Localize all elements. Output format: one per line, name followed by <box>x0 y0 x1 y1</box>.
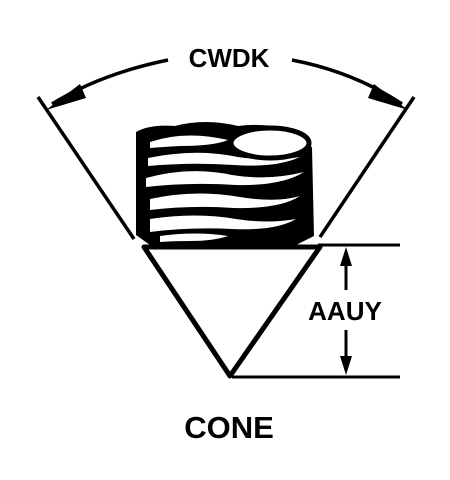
shank-body <box>136 122 314 245</box>
angle-arrowhead-right <box>368 84 408 110</box>
height-arrowhead-bottom <box>340 356 352 375</box>
cone-point <box>141 244 323 379</box>
shank-end-ellipse <box>228 125 312 161</box>
angle-extension-line-right <box>318 96 416 238</box>
figure-caption: CONE <box>184 410 274 445</box>
height-arrowhead-top <box>340 247 352 266</box>
height-dimension-label: AAUY <box>308 296 382 326</box>
angle-arrowhead-left <box>46 84 86 110</box>
angle-dimension-label: CWDK <box>189 43 270 73</box>
angle-extension-line-left <box>36 96 136 240</box>
angle-arc-right <box>291 58 403 106</box>
